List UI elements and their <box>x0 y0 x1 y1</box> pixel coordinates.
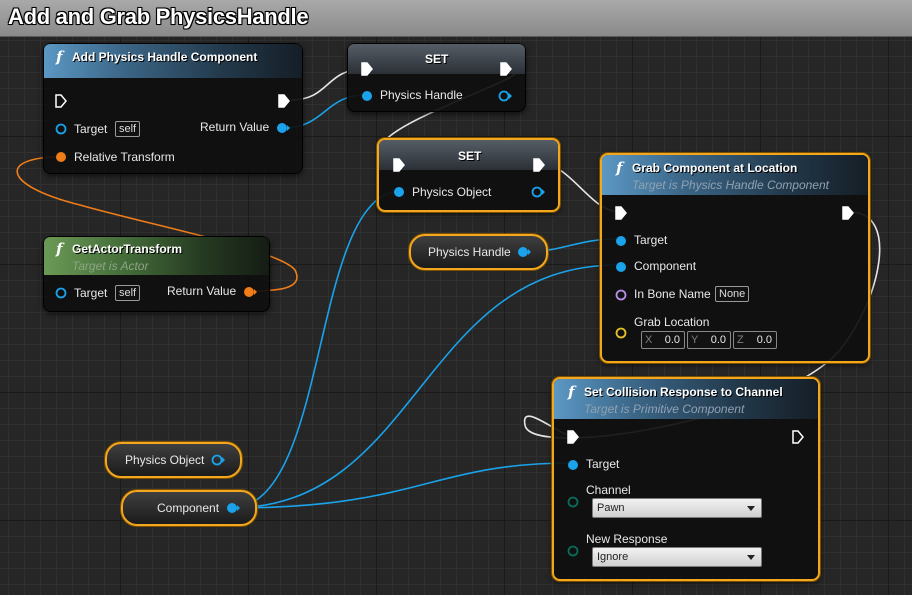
target-label: Target <box>74 122 108 136</box>
var-physics-handle[interactable]: Physics Handle <box>409 234 548 270</box>
chevron-down-icon <box>747 555 755 560</box>
node-set-physics-handle[interactable]: SET Physics Handle <box>347 43 526 112</box>
graph-title-bar: Add and Grab PhysicsHandle <box>0 0 912 37</box>
node-header <box>348 44 525 74</box>
relative-transform-pin[interactable] <box>55 151 67 163</box>
new-response-value: Ignore <box>597 551 629 563</box>
target-pin[interactable] <box>567 459 579 471</box>
target-pin[interactable] <box>55 287 67 299</box>
return-value-pin[interactable] <box>276 122 290 134</box>
bone-name-label: In Bone Name <box>634 287 711 301</box>
node-set-physics-object[interactable]: SET Physics Object <box>377 138 560 212</box>
node-header <box>554 379 818 419</box>
channel-pin[interactable] <box>567 496 579 508</box>
var-component[interactable]: Component <box>121 490 257 526</box>
node-header <box>602 155 868 195</box>
var-label: Physics Handle <box>428 245 511 259</box>
channel-value: Pawn <box>597 502 625 514</box>
return-value-label: Return Value <box>167 284 237 298</box>
node-header <box>44 237 269 275</box>
target-label: Target <box>74 286 108 300</box>
z-axis-label: Z <box>737 334 744 346</box>
channel-dropdown[interactable]: Pawn <box>592 498 762 518</box>
y-value: 0.0 <box>710 334 726 346</box>
node-add-physics-handle-component[interactable]: f Add Physics Handle Component Target se… <box>43 43 303 174</box>
node-title: SET <box>425 52 449 66</box>
graph-title: Add and Grab PhysicsHandle <box>8 4 309 29</box>
physics-object-out-pin[interactable] <box>531 186 545 198</box>
y-axis-label: Y <box>691 334 699 346</box>
node-subtitle: Target is Primitive Component <box>584 402 745 416</box>
return-value-label: Return Value <box>200 120 270 134</box>
node-title: GetActorTransform <box>72 242 183 256</box>
physics-handle-out-pin[interactable] <box>498 90 512 102</box>
physics-object-label: Physics Object <box>412 185 492 199</box>
node-title: Set Collision Response to Channel <box>584 385 783 399</box>
function-icon: f <box>56 48 63 66</box>
function-icon: f <box>56 240 63 258</box>
z-value: 0.0 <box>756 334 772 346</box>
location-x-input[interactable]: X 0.0 <box>641 331 685 349</box>
var-label: Physics Object <box>125 453 205 467</box>
chevron-down-icon <box>747 506 755 511</box>
function-icon: f <box>616 159 623 177</box>
target-self-box[interactable]: self <box>115 285 141 301</box>
node-title: Add Physics Handle Component <box>72 50 258 64</box>
node-title: Grab Component at Location <box>632 161 798 175</box>
bone-name-pin[interactable] <box>615 289 627 301</box>
location-z-input[interactable]: Z 0.0 <box>733 331 777 349</box>
component-pin[interactable] <box>615 261 627 273</box>
physics-handle-label: Physics Handle <box>380 88 463 102</box>
target-label: Target <box>586 457 620 471</box>
relative-transform-label: Relative Transform <box>74 150 175 164</box>
node-subtitle: Target is Actor <box>72 259 149 273</box>
wire-component-to-collision <box>230 462 573 509</box>
location-y-input[interactable]: Y 0.0 <box>687 331 731 349</box>
var-out-pin[interactable] <box>226 502 240 514</box>
new-response-dropdown[interactable]: Ignore <box>592 547 762 567</box>
target-pin[interactable] <box>615 235 627 247</box>
channel-label: Channel <box>586 483 631 497</box>
new-response-pin[interactable] <box>567 545 579 557</box>
component-label: Component <box>634 259 697 273</box>
node-get-actor-transform[interactable]: f GetActorTransform Target is Actor Targ… <box>43 236 270 312</box>
var-out-pin[interactable] <box>211 454 225 466</box>
target-label: Target <box>634 233 668 247</box>
var-physics-object[interactable]: Physics Object <box>105 442 242 478</box>
node-set-collision-response[interactable]: f Set Collision Response to Channel Targ… <box>552 377 820 581</box>
node-subtitle: Target is Physics Handle Component <box>632 178 829 192</box>
physics-object-in-pin[interactable] <box>393 186 405 198</box>
grab-location-label: Grab Location <box>634 315 710 329</box>
return-value-pin[interactable] <box>243 286 257 298</box>
x-value: 0.0 <box>664 334 680 346</box>
node-header <box>44 44 302 78</box>
node-header <box>379 140 558 170</box>
var-out-pin[interactable] <box>517 246 531 258</box>
node-title: SET <box>458 149 482 163</box>
x-axis-label: X <box>645 334 653 346</box>
target-self-box[interactable]: self <box>115 121 141 137</box>
var-label: Component <box>157 501 220 515</box>
new-response-label: New Response <box>586 532 668 546</box>
grab-location-pin[interactable] <box>615 327 627 339</box>
target-pin[interactable] <box>55 123 67 135</box>
bone-name-input[interactable]: None <box>715 286 750 302</box>
function-icon: f <box>568 383 575 401</box>
physics-handle-in-pin[interactable] <box>361 90 373 102</box>
node-grab-component-at-location[interactable]: f Grab Component at Location Target is P… <box>600 153 870 363</box>
